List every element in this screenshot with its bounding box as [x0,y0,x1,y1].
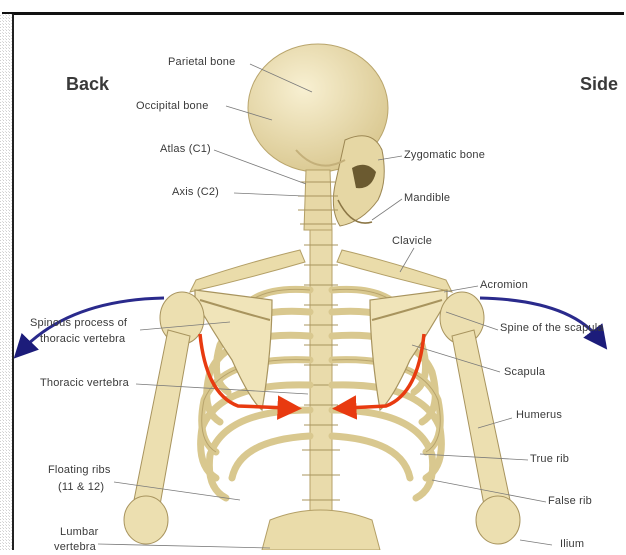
top-border [2,12,624,15]
label-spine-of-scapula: Spine of the scapula [500,322,604,334]
label-clavicle: Clavicle [392,235,432,247]
heading-back: Back [66,74,109,95]
label-lumbar-line2: vertebra [54,541,96,550]
label-false-rib: False rib [548,495,592,507]
label-axis: Axis (C2) [172,186,219,198]
label-floating-ribs-line1: Floating ribs [48,464,111,476]
label-true-rib: True rib [530,453,569,465]
label-floating-ribs-line2: (11 & 12) [58,481,104,493]
label-ilium: Ilium [560,538,584,550]
label-zygomatic-bone: Zygomatic bone [404,149,485,161]
label-spinous-process-line2: thoracic vertebra [40,333,125,345]
label-atlas: Atlas (C1) [160,143,211,155]
heading-side: Side [580,74,618,95]
label-mandible: Mandible [404,192,450,204]
label-acromion: Acromion [480,279,528,291]
left-dither-border [0,14,14,550]
label-humerus: Humerus [516,409,562,421]
label-occipital-bone: Occipital bone [136,100,209,112]
label-parietal-bone: Parietal bone [168,56,235,68]
label-thoracic-vertebra: Thoracic vertebra [40,377,129,389]
label-spinous-process-line1: Spinous process of [30,317,127,329]
label-scapula: Scapula [504,366,545,378]
label-lumbar-line1: Lumbar [60,526,99,538]
